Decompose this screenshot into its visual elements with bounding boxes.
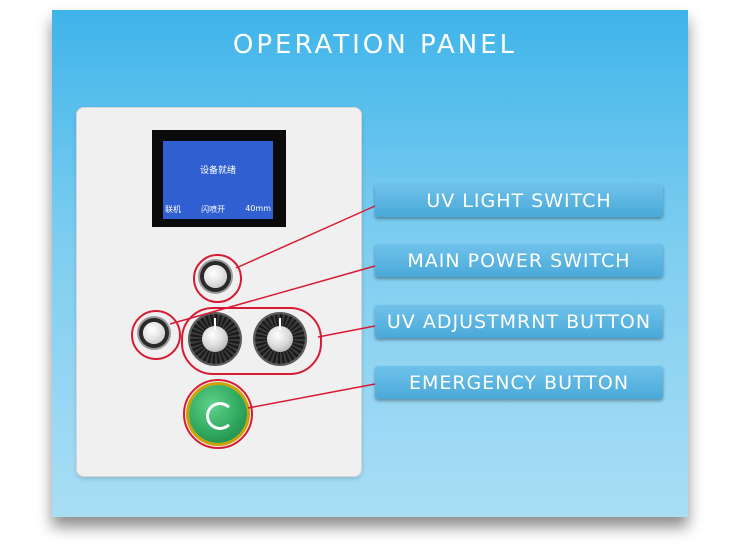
connector-uv-light bbox=[235, 205, 376, 269]
uv-light-switch-highlight bbox=[193, 254, 242, 303]
uv-adjustment-knobs-highlight bbox=[181, 307, 322, 375]
uv-adjustment-knob-2[interactable] bbox=[255, 314, 305, 364]
label-uv-adjustment-button: UV ADJUSTMRNT BUTTON bbox=[375, 305, 663, 338]
connector-emergency bbox=[247, 383, 376, 409]
display-status-text: 设备就绪 bbox=[199, 166, 236, 176]
power-icon bbox=[206, 402, 234, 430]
label-uv-light-switch: UV LIGHT SWITCH bbox=[375, 184, 663, 217]
display-footer-spray: 闪喷开 bbox=[201, 205, 226, 214]
emergency-button[interactable] bbox=[189, 385, 247, 443]
uv-adjustment-knob-1[interactable] bbox=[190, 314, 240, 364]
connector-uv-adjust bbox=[317, 325, 376, 338]
main-power-switch-highlight bbox=[131, 310, 181, 360]
display-footer-online: 联机 bbox=[165, 205, 181, 214]
display-footer: 联机 闪喷开 40mm bbox=[165, 204, 271, 215]
page-title: OPERATION PANEL bbox=[232, 30, 518, 60]
connector-main-power bbox=[169, 265, 376, 325]
main-power-switch[interactable] bbox=[143, 322, 165, 344]
emergency-button-highlight bbox=[183, 379, 253, 449]
lcd-display: 设备就绪 联机 闪喷开 40mm bbox=[163, 141, 273, 219]
uv-light-switch[interactable] bbox=[204, 265, 227, 288]
display-footer-distance: 40mm bbox=[245, 204, 271, 213]
label-main-power-switch: MAIN POWER SWITCH bbox=[375, 244, 663, 277]
knob-pointer-icon bbox=[214, 318, 216, 330]
knob-pointer-icon bbox=[279, 318, 281, 330]
label-emergency-button: EMERGENCY BUTTON bbox=[375, 366, 663, 399]
